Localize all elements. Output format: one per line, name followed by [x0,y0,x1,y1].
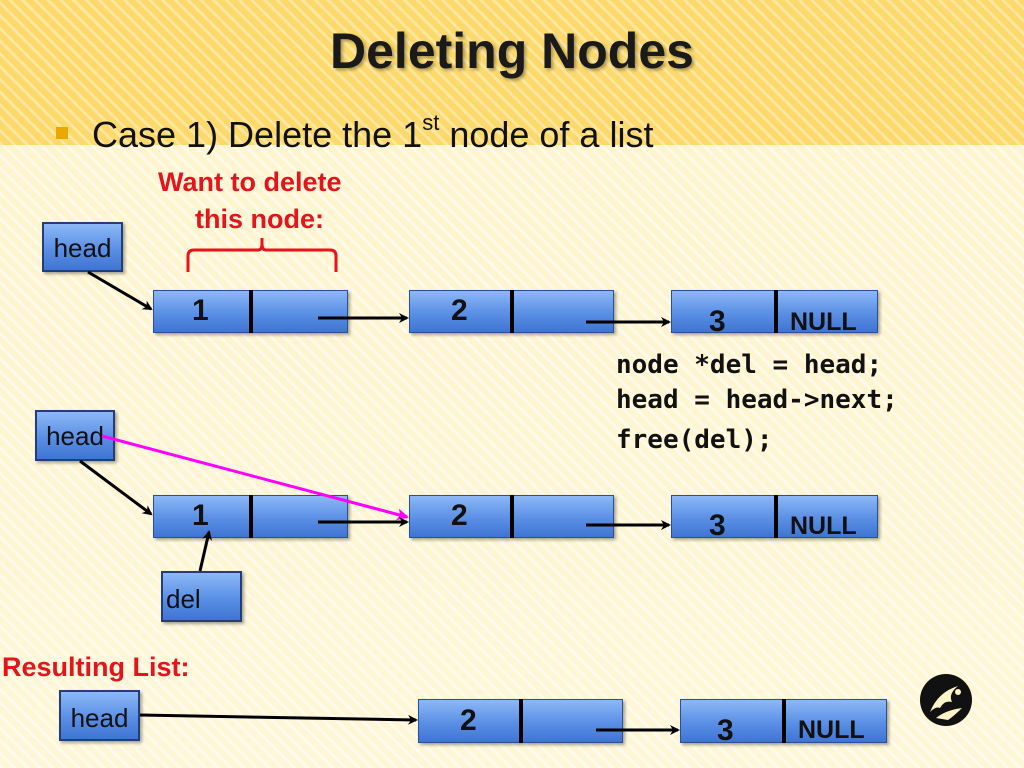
null-label: NULL [790,308,857,336]
title-band [0,0,1024,145]
head-label-row2: head [35,410,115,461]
code-line-3: free(del); [616,425,773,455]
null-label: NULL [798,716,865,744]
bullet-case: Case 1) Delete the 1st node of a list [92,110,654,156]
ucf-pegasus-logo-icon [920,674,972,726]
node-value: 1 [192,294,209,327]
code-line-1: node *del = head; [616,350,883,380]
del-pointer-arrow [198,530,213,572]
node-value: 1 [192,499,209,532]
head-label-result: head [59,690,140,741]
code-line-2: head = head->next; [616,385,898,415]
node-value: 3 [717,714,734,747]
annotation-line-1: Want to delete [158,167,342,197]
node-value: 3 [709,305,726,338]
bullet-icon [56,127,68,139]
head-label-row1: head [42,222,123,272]
bullet-superscript: st [422,110,440,135]
del-label: del [161,571,242,622]
head-pointer-arrow [79,459,153,516]
slide-title: Deleting Nodes [330,23,694,79]
bullet-text-tail: node of a list [439,114,654,155]
bullet-text-main: Case 1) Delete the 1 [92,114,423,155]
head-new-pointer-arrow [101,434,409,521]
annotation-line-2: this node: [195,204,324,234]
resulting-list-label: Resulting List: [2,652,190,682]
head-pointer-arrow [139,713,418,725]
node-value: 2 [460,704,477,737]
null-label: NULL [790,512,857,540]
node-value: 3 [709,509,726,542]
brace-icon [186,238,338,272]
node-value: 2 [451,499,468,532]
node-value: 2 [451,294,468,327]
head-pointer-arrow [87,270,153,311]
